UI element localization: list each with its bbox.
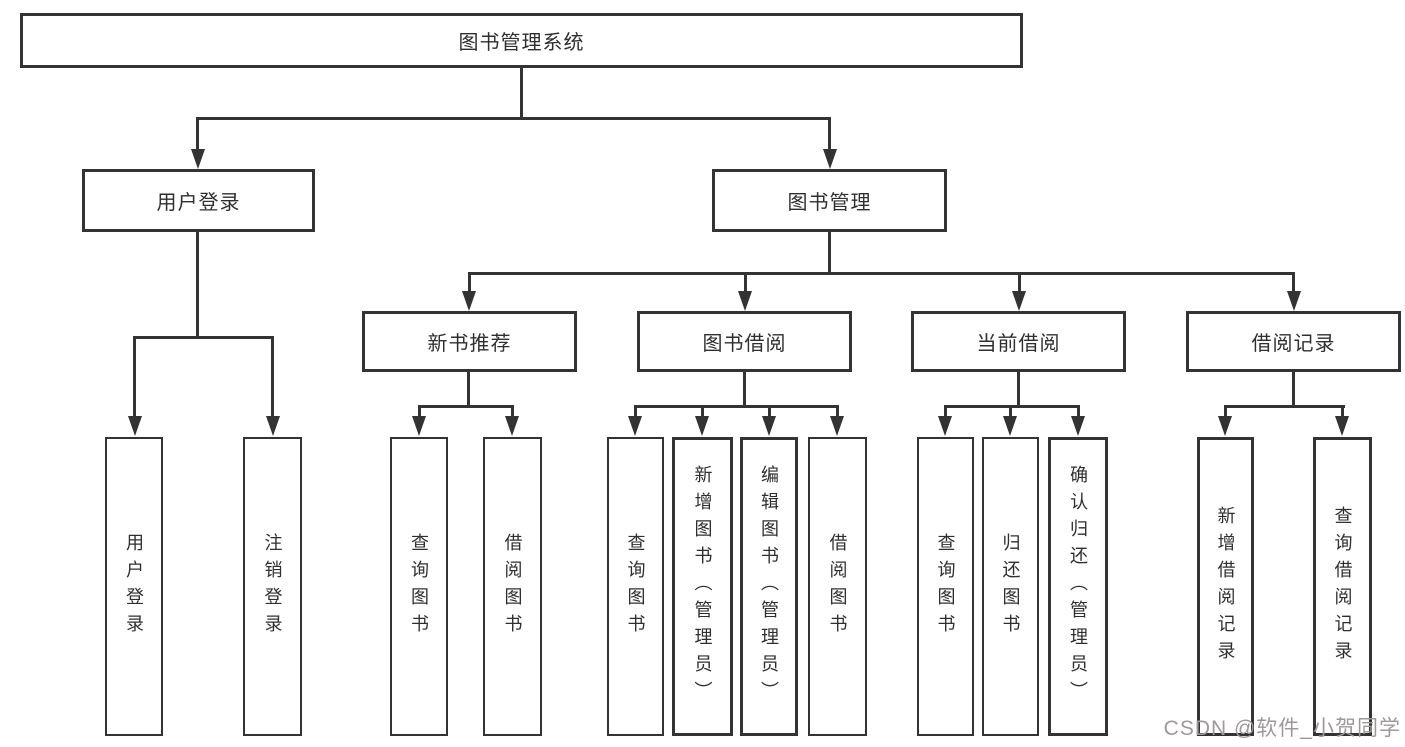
connector-line — [634, 405, 637, 418]
node-library-system: 图书管理系统 — [20, 13, 1023, 68]
connector-line — [768, 405, 771, 418]
connector-line — [520, 68, 523, 117]
leaf-add-book-admin: 新增图书（管理员） — [672, 437, 733, 736]
connector-line — [467, 372, 470, 405]
leaf-add-borrow-record: 新增借阅记录 — [1197, 437, 1254, 736]
connector-line — [701, 405, 704, 418]
node-label: 用户登录 — [156, 192, 241, 214]
leaf-borrow-books-borrow: 借阅图书 — [808, 437, 867, 736]
node-current-borrow: 当前借阅 — [911, 311, 1126, 372]
arrow-down-icon — [823, 149, 837, 169]
arrow-down-icon — [412, 416, 426, 436]
leaf-label: 注销登录 — [262, 532, 283, 641]
arrow-down-icon — [938, 416, 952, 436]
leaf-label: 借阅图书 — [827, 532, 848, 641]
leaf-query-borrow-record: 查询借阅记录 — [1313, 437, 1372, 736]
leaf-confirm-return-admin: 确认归还（管理员） — [1048, 437, 1108, 736]
node-label: 图书管理系统 — [458, 32, 585, 54]
leaf-query-books-recommend: 查询图书 — [390, 437, 448, 736]
node-label: 图书借阅 — [702, 333, 787, 355]
connector-line — [1017, 372, 1020, 405]
node-label: 新书推荐 — [427, 333, 512, 355]
node-label: 借阅记录 — [1251, 333, 1336, 355]
arrow-down-icon — [762, 416, 776, 436]
leaf-label: 查询借阅记录 — [1332, 505, 1353, 668]
connector-line — [1224, 405, 1227, 418]
connector-line — [511, 405, 514, 418]
connector-line — [1292, 272, 1295, 293]
connector-line — [196, 117, 831, 120]
leaf-label: 确认归还（管理员） — [1068, 465, 1088, 708]
arrow-down-icon — [1335, 416, 1349, 436]
connector-line — [133, 336, 274, 339]
arrow-down-icon — [1218, 416, 1232, 436]
leaf-label: 查询图书 — [625, 532, 646, 641]
connector-line — [1077, 405, 1080, 418]
leaf-label: 编辑图书（管理员） — [759, 465, 779, 708]
leaf-query-books-borrow: 查询图书 — [607, 437, 664, 736]
arrow-down-icon — [1003, 416, 1017, 436]
arrow-down-icon — [1071, 416, 1085, 436]
connector-line — [468, 272, 471, 293]
node-borrow-records: 借阅记录 — [1186, 311, 1401, 372]
connector-line — [418, 405, 514, 408]
connector-line — [944, 405, 1080, 408]
leaf-label: 用户登录 — [124, 532, 144, 641]
connector-line — [1292, 372, 1295, 405]
connector-line — [133, 336, 136, 417]
arrow-down-icon — [695, 416, 709, 436]
node-label: 当前借阅 — [976, 333, 1061, 355]
arrow-down-icon — [830, 416, 844, 436]
leaf-borrow-books-recommend: 借阅图书 — [483, 437, 542, 736]
leaf-logout-login: 注销登录 — [243, 437, 302, 736]
watermark: CSDN @软件_小贺同学 — [1163, 717, 1401, 740]
node-new-book-recommend: 新书推荐 — [362, 311, 577, 372]
leaf-query-books-current: 查询图书 — [917, 437, 974, 736]
leaf-label: 借阅图书 — [502, 532, 523, 641]
node-label: 图书管理 — [787, 192, 872, 214]
arrow-down-icon — [505, 416, 519, 436]
connector-line — [271, 336, 274, 417]
connector-line — [468, 272, 1295, 275]
connector-line — [1009, 405, 1012, 418]
connector-line — [744, 272, 747, 293]
arrow-down-icon — [128, 416, 142, 436]
arrow-down-icon — [462, 291, 476, 311]
leaf-return-book: 归还图书 — [982, 437, 1039, 736]
arrow-down-icon — [191, 149, 205, 169]
node-book-borrow: 图书借阅 — [637, 311, 852, 372]
connector-line — [828, 232, 831, 272]
arrow-down-icon — [738, 291, 752, 311]
connector-line — [743, 372, 746, 405]
arrow-down-icon — [1287, 291, 1301, 311]
leaf-label: 查询图书 — [935, 532, 956, 641]
arrow-down-icon — [628, 416, 642, 436]
arrow-down-icon — [266, 416, 280, 436]
connector-line — [1224, 405, 1345, 408]
connector-line — [418, 405, 421, 418]
arrow-down-icon — [1012, 291, 1026, 311]
leaf-edit-book-admin: 编辑图书（管理员） — [740, 437, 798, 736]
leaf-label: 归还图书 — [1000, 532, 1021, 641]
leaf-label: 查询图书 — [409, 532, 429, 641]
connector-line — [634, 405, 839, 408]
connector-line — [828, 117, 831, 150]
connector-line — [1341, 405, 1344, 418]
node-book-management: 图书管理 — [712, 169, 947, 232]
leaf-label: 新增借阅记录 — [1215, 505, 1236, 668]
leaf-user-login: 用户登录 — [105, 437, 163, 736]
leaf-label: 新增图书（管理员） — [692, 465, 713, 708]
connector-line — [944, 405, 947, 418]
connector-line — [836, 405, 839, 418]
connector-line — [196, 232, 199, 336]
connector-line — [196, 117, 199, 150]
node-user-login: 用户登录 — [82, 169, 315, 232]
connector-line — [1018, 272, 1021, 293]
